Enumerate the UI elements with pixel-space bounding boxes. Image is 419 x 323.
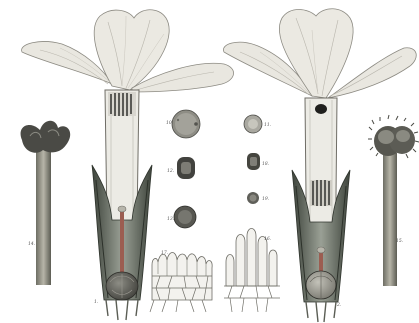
- svg-text:1.: 1.: [94, 299, 99, 305]
- thrum-throat-opening: [315, 104, 327, 114]
- pin-pollen-grains: 10. 12. 13.: [166, 110, 200, 228]
- svg-text:19.: 19.: [262, 196, 270, 202]
- hairy-stigma-head: [368, 115, 419, 158]
- thrum-pollen-grains: 11. 18. 19.: [244, 115, 272, 204]
- thrum-stigma-figure: 15.: [368, 115, 419, 286]
- svg-text:2.: 2.: [336, 302, 342, 308]
- svg-text:13.: 13.: [167, 216, 175, 222]
- svg-text:16.: 16.: [264, 236, 272, 242]
- svg-text:10.: 10.: [166, 120, 174, 126]
- svg-text:18.: 18.: [262, 161, 270, 167]
- pin-throat-stripes: [108, 92, 136, 116]
- svg-text:17.: 17.: [161, 250, 169, 256]
- thrum-stigma-papillae: 16.: [224, 229, 280, 313]
- thrum-anthers: [310, 180, 332, 206]
- pin-stigma-figure: 14.: [21, 121, 71, 285]
- svg-text:11.: 11.: [264, 122, 272, 128]
- thrum-corolla-petals: [223, 9, 416, 98]
- svg-text:14.: 14.: [28, 241, 36, 247]
- pin-stigma-papillae: 17.: [150, 250, 212, 312]
- pin-corolla-petals: [22, 10, 234, 92]
- svg-text:12.: 12.: [167, 168, 175, 174]
- svg-text:15.: 15.: [396, 238, 404, 244]
